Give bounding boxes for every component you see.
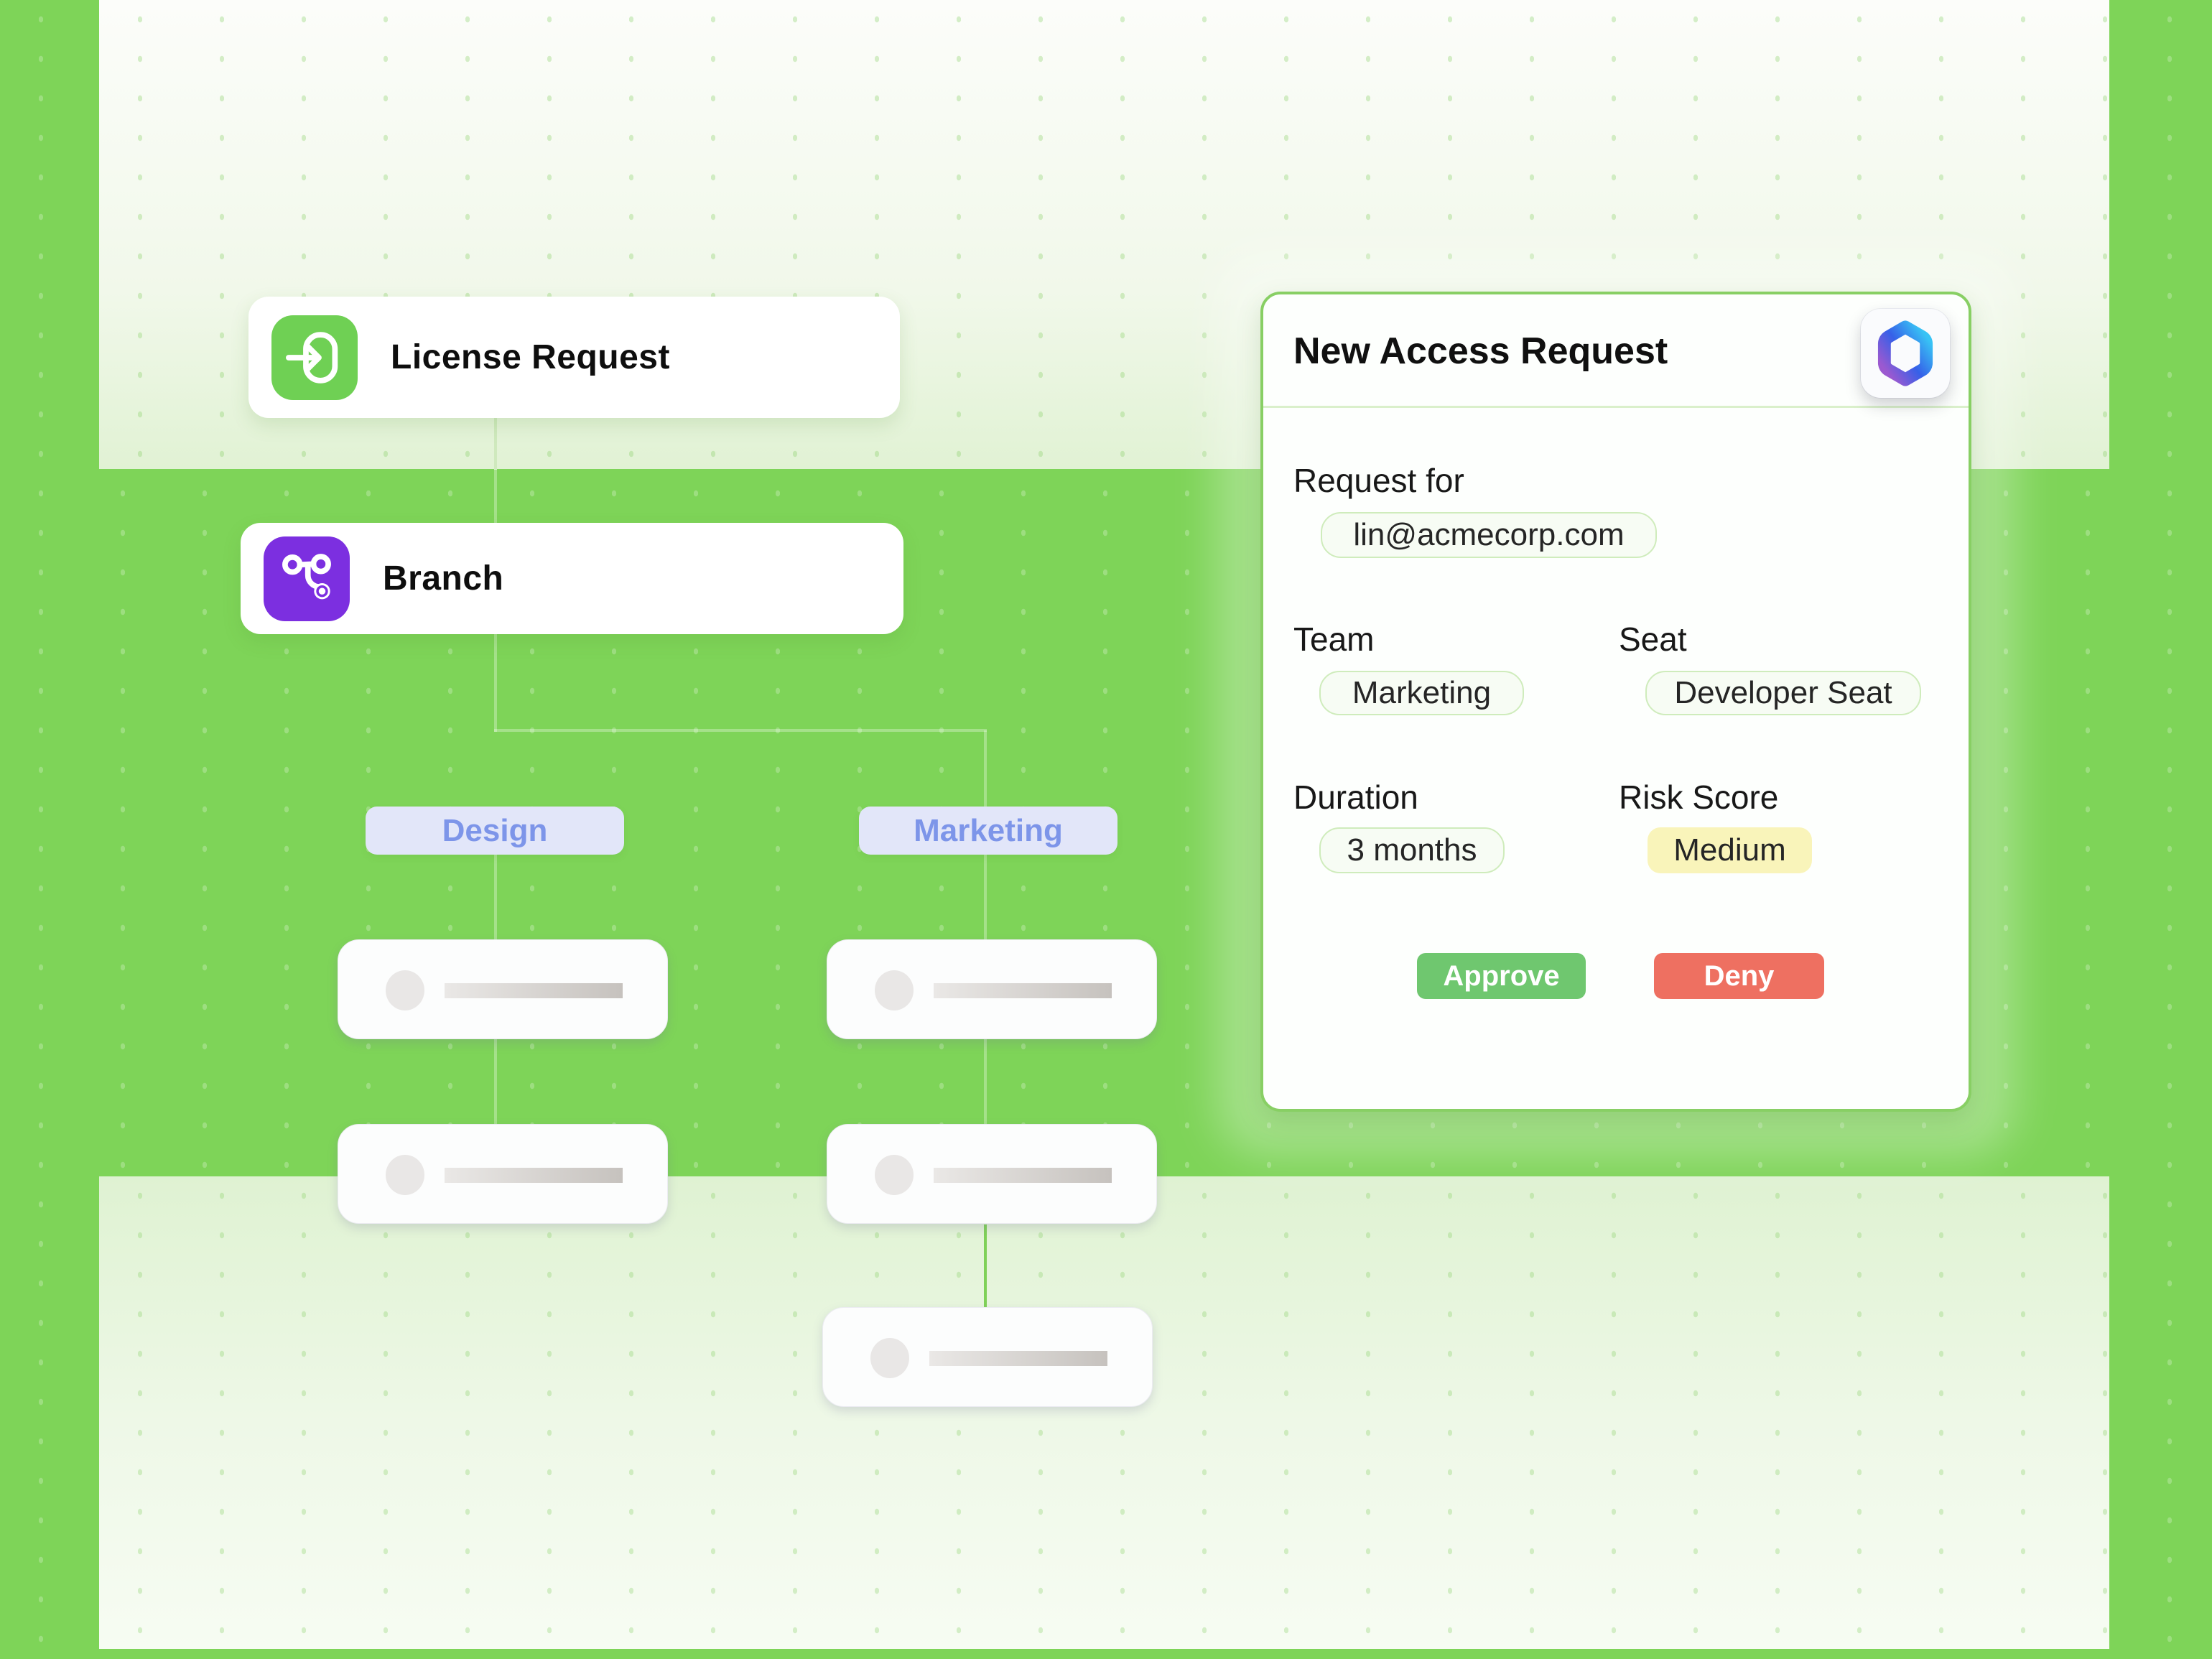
avatar-placeholder bbox=[386, 1155, 424, 1195]
text-placeholder bbox=[445, 983, 623, 998]
node-license-request-label: License Request bbox=[391, 338, 670, 376]
marketing-placeholder-card-2[interactable] bbox=[827, 1124, 1157, 1224]
git-branch-icon bbox=[264, 536, 350, 621]
branch-pill-marketing[interactable]: Marketing bbox=[859, 807, 1117, 855]
login-arrow-icon bbox=[271, 315, 358, 400]
design-placeholder-card-1[interactable] bbox=[338, 939, 668, 1039]
seat-field[interactable]: Developer Seat bbox=[1645, 671, 1921, 715]
team-label: Team bbox=[1293, 621, 1375, 658]
deny-button[interactable]: Deny bbox=[1654, 953, 1824, 999]
connector-branch-down bbox=[494, 634, 497, 732]
avatar-placeholder bbox=[875, 970, 914, 1010]
text-placeholder bbox=[934, 983, 1112, 998]
connector-marketing-card2 bbox=[984, 1039, 987, 1124]
branch-pill-design[interactable]: Design bbox=[366, 807, 624, 855]
connector-design-card1 bbox=[494, 855, 497, 939]
bottom-light-band bbox=[99, 1176, 2109, 1649]
avatar-placeholder bbox=[386, 970, 424, 1010]
microsoft-365-logo bbox=[1861, 309, 1950, 398]
duration-label: Duration bbox=[1293, 779, 1418, 816]
avatar-placeholder bbox=[875, 1155, 914, 1195]
duration-field[interactable]: 3 months bbox=[1319, 827, 1505, 873]
connector-license-branch-light bbox=[494, 418, 497, 470]
new-access-request-card: New Access Request Request for lin@acmec… bbox=[1260, 292, 1971, 1112]
request-for-label: Request for bbox=[1293, 462, 1464, 499]
node-license-request[interactable]: License Request bbox=[248, 297, 900, 418]
marketing-placeholder-card-1[interactable] bbox=[827, 939, 1157, 1039]
risk-score-badge: Medium bbox=[1648, 827, 1812, 873]
node-branch[interactable]: Branch bbox=[241, 523, 903, 634]
connector-to-marketing bbox=[984, 730, 987, 807]
approve-button[interactable]: Approve bbox=[1417, 953, 1586, 999]
connector-split-horizontal bbox=[494, 729, 987, 732]
node-branch-label: Branch bbox=[383, 559, 504, 598]
text-placeholder bbox=[445, 1168, 623, 1183]
card-header: New Access Request bbox=[1263, 294, 1969, 408]
connector-design-card2 bbox=[494, 1039, 497, 1124]
text-placeholder bbox=[934, 1168, 1112, 1183]
connector-license-branch bbox=[494, 469, 497, 524]
design-placeholder-card-2[interactable] bbox=[338, 1124, 668, 1224]
card-title: New Access Request bbox=[1293, 330, 1668, 372]
avatar-placeholder bbox=[870, 1338, 909, 1378]
marketing-placeholder-card-3[interactable] bbox=[822, 1307, 1153, 1407]
team-field[interactable]: Marketing bbox=[1319, 671, 1524, 715]
request-for-field[interactable]: lin@acmecorp.com bbox=[1321, 512, 1657, 558]
seat-label: Seat bbox=[1619, 621, 1687, 658]
connector-marketing-card1 bbox=[984, 855, 987, 939]
connector-marketing-card3 bbox=[984, 1224, 987, 1307]
text-placeholder bbox=[929, 1351, 1107, 1366]
risk-score-label: Risk Score bbox=[1619, 779, 1779, 816]
